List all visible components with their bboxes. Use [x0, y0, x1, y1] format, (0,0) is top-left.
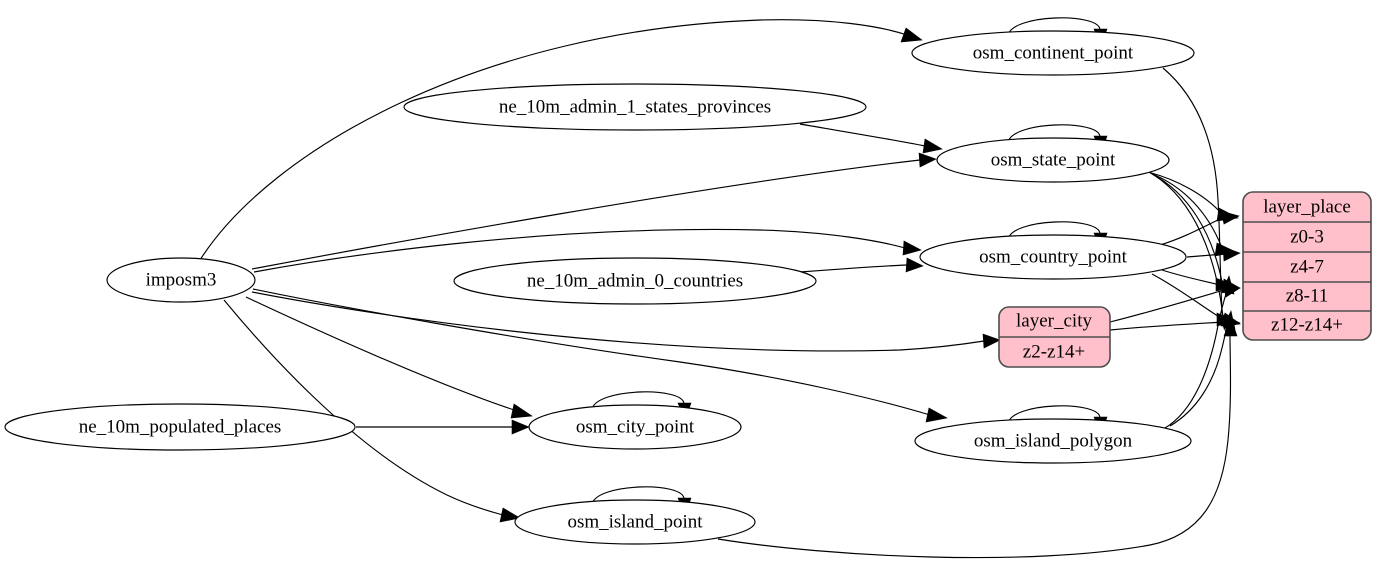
record-row-layer_place-3[interactable]: z12-z14+ — [1271, 314, 1343, 335]
node-label-osm-continent-point: osm_continent_point — [973, 42, 1134, 63]
node-label-ne-admin1: ne_10m_admin_1_states_provinces — [499, 96, 771, 117]
node-label-osm-island-point: osm_island_point — [567, 511, 703, 532]
record-row-layer_place-2[interactable]: z8-11 — [1286, 285, 1329, 306]
node-label-osm-island-polygon: osm_island_polygon — [974, 430, 1133, 451]
record-row-layer_place-0[interactable]: z0-3 — [1290, 226, 1324, 247]
edge-ne_admin0-to-osm_country_point — [799, 257, 924, 273]
record-title-layer_city: layer_city — [1016, 310, 1092, 331]
node-osm_island_polygon[interactable]: osm_island_polygon — [914, 418, 1192, 464]
record-layer_place[interactable]: layer_place z0-3 z4-7 z8-11 z12-z14+ — [1242, 191, 1372, 341]
record-row-layer_place-1[interactable]: z4-7 — [1290, 256, 1324, 277]
edge-osm_island_polygon-to-layer_place-z8-11 — [1164, 275, 1235, 429]
node-osm_country_point[interactable]: osm_country_point — [919, 234, 1187, 280]
edge-imposm3-to-osm_island_point — [223, 299, 521, 523]
edge-ne_populated-to-osm_city_point — [356, 419, 530, 435]
node-label-ne-populated: ne_10m_populated_places — [79, 416, 282, 437]
node-ne_10m_admin_0_countries[interactable]: ne_10m_admin_0_countries — [453, 257, 817, 305]
edge-imposm3-to-layer_city — [251, 291, 1001, 352]
edge-ne_admin1-to-osm_state_point — [799, 123, 943, 154]
node-layer: imposm3 ne_10m_admin_1_states_provinces … — [4, 30, 1195, 545]
edge-osm_island_point-to-layer_place-z12-z14+ — [717, 317, 1238, 559]
node-label-osm-country-point: osm_country_point — [979, 246, 1127, 267]
record-layer: layer_place z0-3 z4-7 z8-11 z12-z14+ lay… — [998, 191, 1372, 368]
edge-osm_country_point-to-layer_place-z4-7 — [1186, 246, 1241, 262]
node-osm_island_point[interactable]: osm_island_point — [514, 499, 756, 545]
node-label-osm-state-point: osm_state_point — [991, 149, 1116, 170]
edge-imposm3-to-osm_country_point — [253, 228, 922, 273]
edge-osm_country_point-to-layer_place-z0-3 — [1159, 210, 1240, 246]
edge-imposm3-to-osm_continent_point — [199, 19, 923, 261]
node-ne_10m_populated_places[interactable]: ne_10m_populated_places — [4, 403, 356, 451]
node-osm_city_point[interactable]: osm_city_point — [528, 404, 742, 450]
node-label-ne-admin0: ne_10m_admin_0_countries — [527, 270, 743, 291]
node-label-osm-city-point: osm_city_point — [576, 416, 695, 437]
record-row-layer_city-0[interactable]: z2-z14+ — [1023, 341, 1085, 362]
edge-imposm3-to-osm_city_point — [245, 296, 533, 419]
edge-imposm3-to-osm_island_polygon — [252, 288, 948, 423]
record-title-layer_place: layer_place — [1263, 196, 1351, 217]
record-layer_city[interactable]: layer_city z2-z14+ — [998, 306, 1111, 368]
edge-imposm3-to-osm_state_point — [251, 152, 937, 270]
edge-osm_continent_point-to-layer_place-z0-3 — [1162, 67, 1236, 337]
node-osm_state_point[interactable]: osm_state_point — [936, 137, 1170, 183]
node-imposm3[interactable]: imposm3 — [106, 257, 256, 303]
node-ne_10m_admin_1_states_provinces[interactable]: ne_10m_admin_1_states_provinces — [403, 83, 867, 131]
node-label-imposm3: imposm3 — [146, 269, 217, 290]
node-osm_continent_point[interactable]: osm_continent_point — [911, 30, 1195, 76]
